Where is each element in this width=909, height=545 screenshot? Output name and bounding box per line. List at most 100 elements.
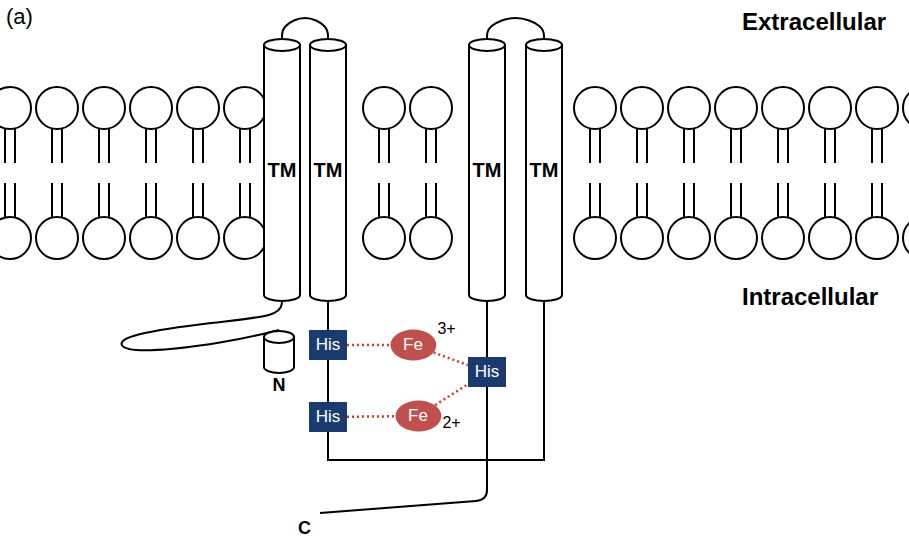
lipid-head (715, 87, 757, 129)
lipid-tail (249, 183, 251, 217)
histidine-box: His (468, 357, 506, 387)
lipid-tail (388, 183, 390, 217)
lipid-tail (683, 129, 685, 163)
lipid-tail (693, 183, 695, 217)
lipid-tail (435, 183, 437, 217)
lipid-head (130, 87, 172, 129)
lipid-tail (388, 129, 390, 163)
helix-label: TM (530, 159, 559, 181)
lipid-tail (730, 183, 732, 217)
coordination-bond (435, 384, 468, 405)
lipid-head (903, 87, 909, 129)
lipid-tail (824, 183, 826, 217)
lipid-tail (51, 183, 53, 217)
cylinder-cap (526, 39, 562, 51)
ion-disc (395, 401, 441, 432)
lipid-head (809, 87, 851, 129)
peptide-chain (328, 302, 544, 460)
lipid-tail (145, 129, 147, 163)
lipid-tail (636, 183, 638, 217)
lipid-tail (98, 183, 100, 217)
terminus-label: C (298, 518, 311, 539)
lipid-head (0, 87, 31, 129)
lipid-tail (730, 129, 732, 163)
region-label: Intracellular (742, 283, 878, 311)
lipid-tail (4, 129, 6, 163)
lipid-tail (599, 129, 601, 163)
lipid-heads (0, 87, 909, 259)
lipid-tail (740, 183, 742, 217)
coordination-bond (347, 415, 395, 418)
terminus-label: N (273, 376, 286, 396)
lipid-tail (693, 129, 695, 163)
lipid-tail (145, 183, 147, 217)
region-label: Extracellular (742, 8, 886, 36)
peptide-chain (122, 302, 282, 350)
lipid-tail (425, 183, 427, 217)
lipid-tail (787, 183, 789, 217)
lipid-tail (871, 129, 873, 163)
cylinder-cap (310, 39, 346, 51)
lipid-tail (834, 183, 836, 217)
charge-label: 3+ (437, 320, 455, 338)
lipid-tail (683, 183, 685, 217)
tm-helix: TM (263, 38, 301, 302)
lipid-tail (646, 183, 648, 217)
iron-ion: Fe3+ (390, 329, 437, 361)
n-terminal-domain: N (263, 330, 295, 374)
peptide-chain (327, 302, 329, 330)
lipid-head (668, 217, 710, 259)
lipid-tail (435, 129, 437, 163)
lipid-tail (202, 183, 204, 217)
histidine-box: His (309, 330, 347, 360)
lipid-tail (824, 129, 826, 163)
lipid-tail (98, 129, 100, 163)
lipid-tail (425, 129, 427, 163)
lipid-head (36, 217, 78, 259)
lipid-head (224, 87, 266, 129)
lipid-head (130, 217, 172, 259)
lipid-tail (378, 183, 380, 217)
lipid-tail (871, 183, 873, 217)
lipid-tail (155, 183, 157, 217)
lipid-tail (777, 183, 779, 217)
lipid-tail (155, 129, 157, 163)
tm-helix: TM (468, 38, 506, 302)
ion-label: Fe (403, 336, 423, 355)
peptide-chain (327, 360, 329, 402)
lipid-head (177, 217, 219, 259)
lipid-tail (834, 129, 836, 163)
lipid-head (856, 87, 898, 129)
charge-label: 2+ (442, 414, 460, 432)
lipid-head (83, 217, 125, 259)
lipid-tails (5, 129, 909, 217)
lipid-head (410, 87, 452, 129)
lipid-head (410, 217, 452, 259)
lipid-tail (61, 129, 63, 163)
lipid-tail (108, 129, 110, 163)
lipid-tail (108, 183, 110, 217)
tm-helix: TM (525, 38, 563, 302)
lipid-head (574, 217, 616, 259)
lipid-tail (589, 129, 591, 163)
residue-label: His (475, 363, 500, 382)
lipid-tail (202, 129, 204, 163)
lipid-head (856, 217, 898, 259)
lipid-tail (881, 129, 883, 163)
lipid-head (36, 87, 78, 129)
lipid-head (903, 217, 909, 259)
lipid-head (621, 217, 663, 259)
lipid-head (224, 217, 266, 259)
lipid-head (0, 217, 31, 259)
lipid-tail (61, 183, 63, 217)
helix-label: TM (268, 159, 297, 181)
cylinder-body (469, 45, 505, 301)
iron-ion: Fe2+ (395, 400, 442, 432)
lipid-head (83, 87, 125, 129)
lipid-head (621, 87, 663, 129)
cylinder-body (264, 45, 300, 301)
lipid-tail (14, 129, 16, 163)
lipid-head (762, 87, 804, 129)
